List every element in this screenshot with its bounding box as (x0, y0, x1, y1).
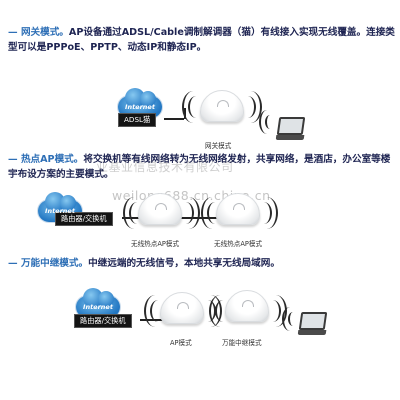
internet-label: Internet (45, 207, 75, 215)
internet-label: Internet (125, 103, 155, 111)
diagram-caption: AP模式 (170, 339, 192, 347)
mode-title: 万能中继模式。 (20, 258, 89, 269)
wifi-signal-icon (282, 307, 298, 331)
mode-description: AP设备通过ADSL/Cable调制解调器（猫）有线接入实现无线覆盖。连接类型可… (8, 27, 395, 53)
wifi-signal-icon (201, 197, 223, 229)
diagram-caption: 网关模式 (205, 142, 232, 150)
section-dash: — (8, 27, 18, 38)
access-point-device (200, 90, 244, 122)
diagram-caption: 无线热点AP模式 (214, 240, 263, 248)
wifi-signal-icon (144, 295, 166, 327)
mode-title: 网关模式。 (20, 27, 69, 38)
section-dash: — (8, 258, 18, 269)
section-1-heading: — 网关模式。AP设备通过ADSL/Cable调制解调器（猫）有线接入实现无线覆… (8, 25, 396, 55)
wifi-signal-icon (178, 197, 200, 229)
mode-description: 将交换机等有线网络转为无线网络发射，共享网络，是酒店，办公室等楼宇布设方案的主要… (8, 154, 391, 180)
mode-description: 中继远端的无线信号，本地共享无线局域网。 (88, 258, 280, 269)
wifi-signal-icon (240, 91, 262, 123)
wifi-signal-icon (256, 197, 278, 229)
diagram-caption: 万能中继模式 (222, 339, 262, 347)
router-switch-box: 路由器/交换机 (74, 314, 132, 328)
section-3-heading: — 万能中继模式。中继远端的无线信号，本地共享无线局域网。 (8, 256, 396, 271)
wifi-signal-icon (209, 295, 231, 327)
ap-logo-icon (242, 300, 254, 307)
laptop-icon (297, 312, 328, 335)
ap-logo-icon (233, 203, 245, 210)
diagram-caption: 无线热点AP模式 (131, 240, 180, 248)
router-switch-box: 路由器/交换机 (55, 212, 113, 226)
ap-logo-icon (155, 203, 167, 210)
wifi-signal-icon (259, 110, 275, 134)
access-point-device (216, 193, 260, 225)
adsl-modem-box: ADSL猫 (118, 113, 157, 127)
laptop-icon (275, 117, 306, 140)
access-point-device (160, 292, 204, 324)
mode-title: 热点AP模式。 (20, 154, 84, 165)
internet-cloud-icon: Internet (76, 288, 120, 318)
ap-logo-icon (217, 100, 229, 107)
section-dash: — (8, 154, 18, 165)
internet-cloud-icon: Internet (118, 88, 162, 118)
connection-line (164, 118, 184, 120)
internet-cloud-icon: Internet (38, 192, 82, 222)
internet-label: Internet (83, 303, 113, 311)
watermark-text: 业基业信息技术有限公司 (96, 160, 234, 174)
wifi-signal-icon (182, 91, 204, 123)
wifi-signal-icon (123, 197, 145, 229)
access-point-device (225, 290, 269, 322)
ap-logo-icon (177, 302, 189, 309)
section-2-heading: — 热点AP模式。将交换机等有线网络转为无线网络发射，共享网络，是酒店，办公室等… (8, 152, 396, 182)
